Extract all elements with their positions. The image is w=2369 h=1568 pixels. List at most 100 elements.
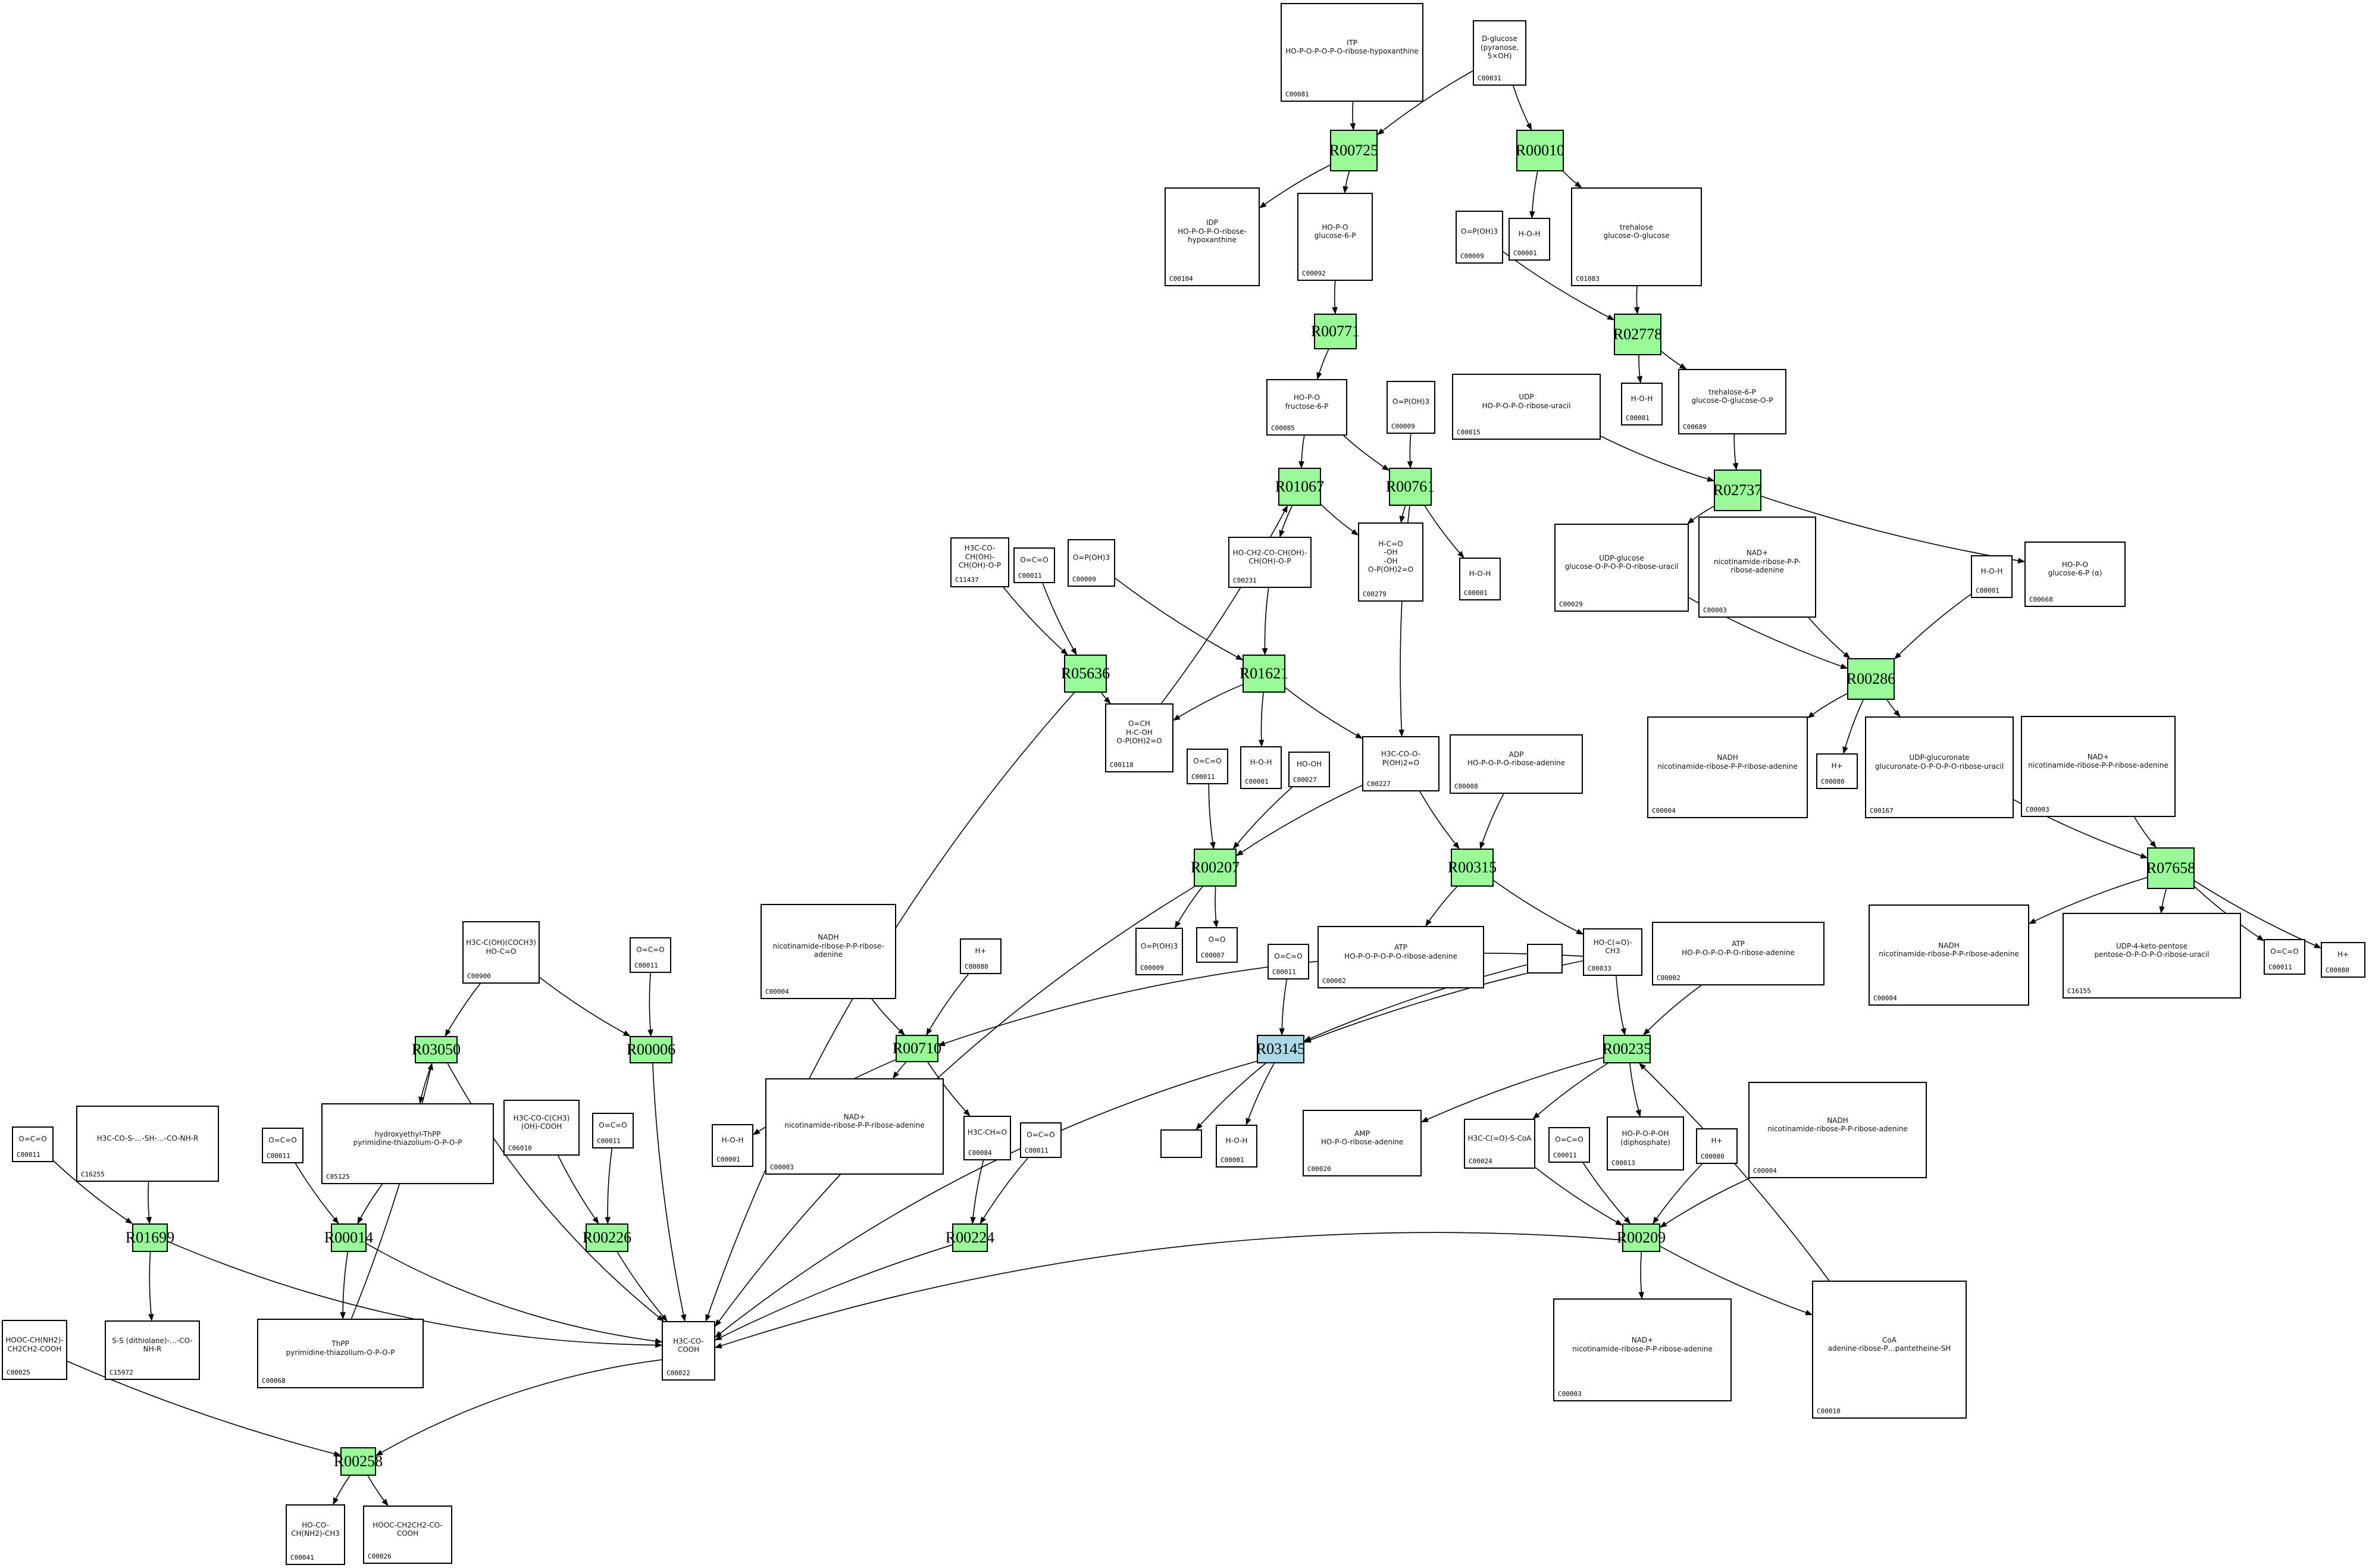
- reaction-node-r00710[interactable]: R00710: [893, 1035, 941, 1062]
- compound-node-c05125[interactable]: hydroxyethyl-ThPP pyrimidine-thiazolium-…: [321, 1103, 494, 1184]
- compound-node-c00031[interactable]: D-glucose (pyranose, 5×OH)C00031: [1473, 20, 1526, 86]
- reaction-node-r00006[interactable]: R00006: [627, 1036, 675, 1063]
- reaction-node-r00286[interactable]: R00286: [1847, 658, 1895, 700]
- reaction-node-r00771[interactable]: R00771: [1311, 314, 1360, 349]
- reaction-node-r00226[interactable]: R00226: [583, 1223, 631, 1252]
- reaction-node-r00725[interactable]: R00725: [1329, 130, 1378, 171]
- compound-node-c00029[interactable]: UDP-glucose glucose-O-P-O-P-O-ribose-ura…: [1554, 524, 1689, 612]
- compound-node-c00003[interactable]: NAD+ nicotinamide-ribose-P-P-ribose-aden…: [2021, 716, 2176, 817]
- compound-node-c00080[interactable]: H+C00080: [2321, 942, 2365, 978]
- reaction-node-r07658[interactable]: R07658: [2146, 847, 2195, 889]
- reaction-node-r01621[interactable]: R01621: [1240, 655, 1288, 693]
- compound-node-c00004[interactable]: NADH nicotinamide-ribose-P-P-ribose-aden…: [1647, 716, 1808, 818]
- compound-node-c00003[interactable]: NAD+ nicotinamide-ribose-P-P-ribose-aden…: [1698, 517, 1816, 618]
- compound-node-c00668[interactable]: HO-P-O glucose-6-P (α)C00668: [2024, 542, 2126, 607]
- reaction-node-r00258[interactable]: R00258: [334, 1447, 383, 1476]
- reaction-node-r00010[interactable]: R00010: [1516, 130, 1564, 171]
- compound-node-c00080[interactable]: H+C00080: [960, 938, 1002, 974]
- reaction-node-r03145[interactable]: R03145: [1256, 1035, 1305, 1063]
- compound-id-label: C15972: [109, 1369, 133, 1376]
- compound-node-empty[interactable]: [1527, 944, 1563, 974]
- compound-node-c00013[interactable]: HO-P-O-P-OH (diphosphate)C00013: [1607, 1116, 1684, 1170]
- compound-node-c00003[interactable]: NAD+ nicotinamide-ribose-P-P-ribose-aden…: [765, 1078, 944, 1175]
- reaction-node-r00235[interactable]: R00235: [1603, 1035, 1651, 1063]
- reaction-node-r02778[interactable]: R02778: [1613, 314, 1662, 355]
- reaction-node-r01699[interactable]: R01699: [126, 1223, 174, 1252]
- compound-node-c00004[interactable]: NADH nicotinamide-ribose-P-P-ribose-aden…: [1748, 1082, 1927, 1178]
- reaction-node-r00209[interactable]: R00209: [1617, 1223, 1666, 1252]
- compound-node-c00080[interactable]: H+C00080: [1696, 1128, 1738, 1164]
- reaction-node-r02737[interactable]: R02737: [1713, 470, 1762, 511]
- reaction-node-r00761[interactable]: R00761: [1386, 468, 1435, 506]
- compound-node-c00003[interactable]: NAD+ nicotinamide-ribose-P-P-ribose-aden…: [1553, 1298, 1732, 1401]
- reaction-node-r00014[interactable]: R00014: [324, 1223, 373, 1252]
- compound-node-c00004[interactable]: NADH nicotinamide-ribose-P-P-ribose-aden…: [1869, 905, 2029, 1006]
- reaction-node-r05636[interactable]: R05636: [1061, 655, 1110, 693]
- compound-node-empty[interactable]: [1160, 1129, 1202, 1158]
- structure-formula: trehalose-6-P glucose-O-glucose-O-P: [1691, 387, 1773, 405]
- reaction-node-r01067[interactable]: R01067: [1275, 468, 1324, 506]
- compound-node-c00004[interactable]: NADH nicotinamide-ribose-P-P-ribose-aden…: [761, 904, 896, 999]
- compound-node-c00080[interactable]: H+C00080: [1816, 753, 1858, 789]
- compound-node-c00167[interactable]: UDP-glucuronate glucuronate-O-P-O-P-O-ri…: [1865, 716, 2014, 818]
- structure-formula: trehalose glucose-O-glucose: [1603, 223, 1670, 240]
- reaction-node-r00224[interactable]: R00224: [946, 1223, 994, 1252]
- reaction-node-r00207[interactable]: R00207: [1191, 849, 1240, 887]
- reaction-node-r03050[interactable]: R03050: [412, 1036, 461, 1063]
- compound-node-c16155[interactable]: UDP-4-keto-pentose pentose-O-P-O-P-O-rib…: [2063, 913, 2241, 999]
- reaction-node-r00315[interactable]: R00315: [1448, 849, 1497, 887]
